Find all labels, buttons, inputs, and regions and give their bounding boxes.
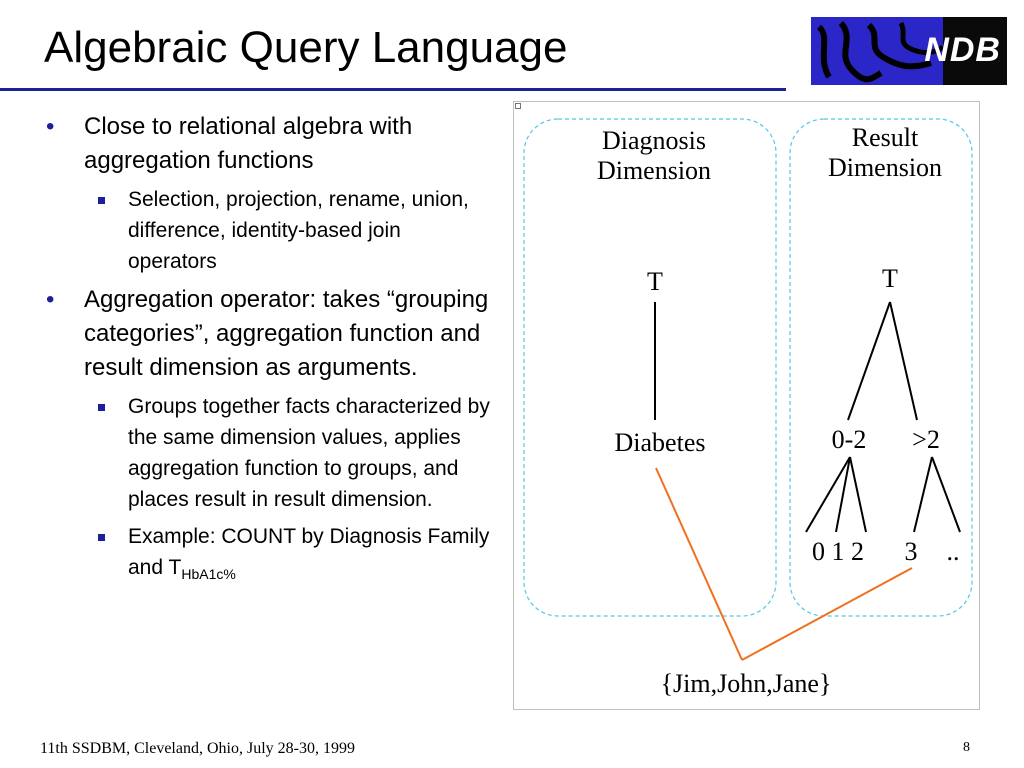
sub-bullet-2-2: Example: COUNT by Diagnosis Family and T… (44, 521, 494, 590)
ndb-logo: NDB (811, 17, 1007, 85)
link-diabetes-facts (655, 467, 743, 661)
square-bullet-icon (98, 404, 105, 411)
logo-dark-panel (943, 17, 1007, 85)
res-node-0-2: 0-2 (831, 425, 867, 454)
diag-node-diabetes: Diabetes (614, 428, 706, 457)
diagram-lines (523, 118, 973, 661)
diagnosis-dimension-title: Diagnosis Dimension (554, 126, 754, 186)
sub-bullet-1-1: Selection, projection, rename, union, di… (44, 184, 494, 277)
res-leaf-more: .. (946, 537, 960, 566)
title-underline (0, 88, 786, 91)
res-leaves-0-1-2: 0 1 2 (812, 537, 864, 566)
bullet-1: • Close to relational algebra with aggre… (44, 110, 494, 178)
res-edge-t-02 (847, 301, 891, 421)
result-title-line1: Result (851, 123, 919, 152)
link-3-facts (741, 567, 913, 661)
figure-corner-marker (515, 103, 521, 109)
diag-node-top: T (647, 267, 663, 296)
logo-text: NDB (924, 31, 1001, 69)
res-edge-02-2 (849, 456, 867, 533)
dimension-diagram: Diagnosis Dimension Result Dimension T D… (513, 101, 980, 710)
diagnosis-title-line1: Diagnosis (602, 126, 706, 155)
square-bullet-icon (98, 197, 105, 204)
bullet-dot-icon: • (46, 113, 55, 140)
bullet-1-text: Close to relational algebra with aggrega… (84, 113, 413, 174)
facts-set: {Jim,John,Jane} (660, 669, 832, 698)
result-dimension-box (789, 118, 973, 617)
res-node-gt2: >2 (912, 425, 940, 454)
footer-text: 11th SSDBM, Cleveland, Ohio, July 28-30,… (40, 740, 355, 757)
result-dimension-title: Result Dimension (800, 123, 970, 183)
hba1c-subscript: HbA1c% (181, 566, 236, 583)
sub-bullet-2-1: Groups together facts characterized by t… (44, 391, 494, 515)
res-edge-gt2-more (931, 456, 961, 533)
res-leaf-3: 3 (904, 537, 918, 566)
bullet-2: • Aggregation operator: takes “grouping … (44, 283, 494, 385)
res-edge-gt2-3 (913, 456, 933, 533)
res-node-top: T (882, 264, 898, 293)
square-bullet-icon (98, 534, 105, 541)
page-number: 8 (963, 740, 970, 755)
sub-bullet-2-2-text: Example: COUNT by Diagnosis Family and T (128, 525, 490, 579)
bullet-list: • Close to relational algebra with aggre… (44, 110, 494, 596)
diagnosis-title-line2: Dimension (596, 156, 712, 185)
slide-title: Algebraic Query Language (44, 23, 568, 72)
sub-bullet-2-1-text: Groups together facts characterized by t… (128, 395, 490, 511)
diagnosis-dimension-box (523, 118, 777, 617)
res-edge-t-gt2 (889, 301, 918, 421)
res-edge-02-1 (835, 456, 851, 533)
bullet-2-text: Aggregation operator: takes “grouping ca… (84, 286, 489, 381)
sub-bullet-1-1-text: Selection, projection, rename, union, di… (128, 188, 469, 273)
bullet-dot-icon: • (46, 286, 55, 313)
result-title-line2: Dimension (827, 153, 943, 182)
res-edge-02-0 (805, 456, 851, 533)
logo-graphic (816, 21, 945, 83)
